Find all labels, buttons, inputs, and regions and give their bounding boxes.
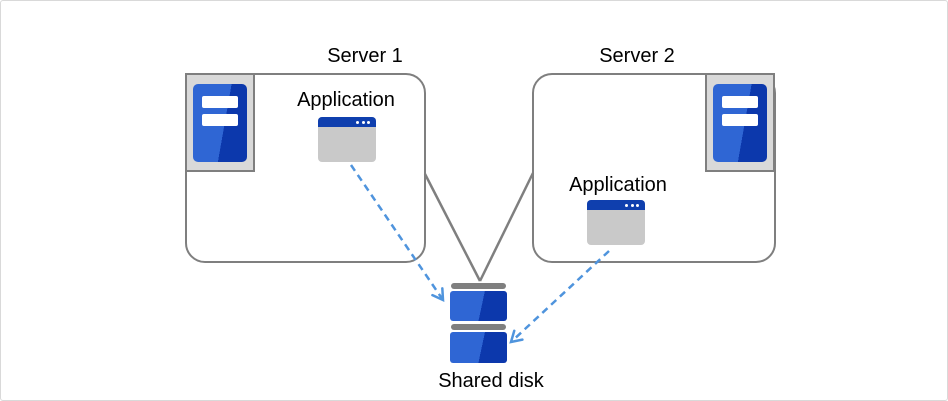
server-tower-icon <box>193 83 247 162</box>
drive-slot <box>202 113 238 126</box>
disk-platter <box>450 332 507 363</box>
drive-slot <box>202 95 238 108</box>
server2-box <box>532 73 776 263</box>
shared-disk-label: Shared disk <box>438 370 544 392</box>
server1-application-label: Application <box>297 89 395 111</box>
window-dot-icon <box>361 120 365 124</box>
app1-disk-arrow <box>349 164 445 303</box>
server-tower-icon <box>713 83 767 162</box>
server2-title: Server 2 <box>599 45 675 67</box>
application-window-icon <box>318 117 376 162</box>
window-titlebar <box>587 200 645 210</box>
server1-title: Server 1 <box>327 45 403 67</box>
drive-slot <box>722 113 758 126</box>
disk-platter-cap <box>451 283 506 289</box>
server2-application-label: Application <box>569 174 667 196</box>
application-window-icon <box>587 200 645 245</box>
disk-platter <box>450 291 507 321</box>
app2-disk-arrow <box>509 250 610 344</box>
window-dot-icon <box>636 203 639 207</box>
server1-server-icon <box>185 73 255 172</box>
server2-disk-link <box>478 172 535 282</box>
window-dot-icon <box>625 203 628 207</box>
server2-server-icon <box>705 73 775 172</box>
window-dot-icon <box>630 203 634 207</box>
window-dot-icon <box>356 120 359 124</box>
window-titlebar <box>318 117 376 127</box>
server1-disk-link <box>423 173 482 282</box>
shared-disk-icon <box>450 282 507 365</box>
window-dot-icon <box>367 120 370 124</box>
drive-slot <box>722 95 758 108</box>
disk-platter-cap <box>451 324 506 330</box>
